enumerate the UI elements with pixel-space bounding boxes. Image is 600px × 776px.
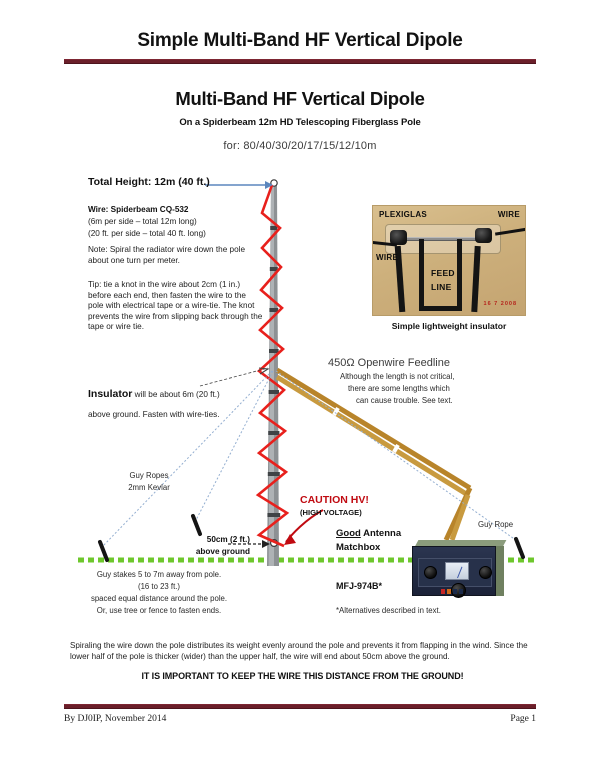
knot-tip-note: Tip: tie a knot in the wire about 2cm (1… — [88, 280, 263, 331]
caution-heading: CAUTION HV! — [300, 494, 369, 506]
photo-label-wire-left: WIRE — [376, 253, 399, 262]
wire-spec-heading: Wire: Spiderbeam CQ-532 — [88, 205, 189, 214]
guy-rope-left-label-2: 2mm Kevlar — [128, 483, 170, 492]
total-height-label: Total Height: 12m (40 ft.) — [88, 176, 210, 188]
figure-title: Multi-Band HF Vertical Dipole — [175, 88, 425, 109]
antenna-matchbox-device — [412, 540, 507, 598]
radiator-wire — [255, 184, 290, 548]
terminal-bolt-left — [390, 230, 407, 245]
photo-datestamp: 16 7 2008 — [483, 301, 517, 307]
feedline-note-1: Although the length is not critical, — [340, 372, 455, 381]
feedline-note-3: can cause trouble. See text. — [356, 396, 453, 405]
feedline-note-2: there are some lengths which — [348, 384, 450, 393]
wire-spec-line-1: (6m per side – total 12m long) — [88, 217, 197, 226]
guy-stakes-line-1: Guy stakes 5 to 7m away from pole. — [96, 570, 222, 579]
footer-row: By DJ0IP, November 2014 Page 1 — [64, 714, 536, 724]
header-divider — [64, 59, 536, 64]
indicator-red — [441, 589, 445, 594]
guy-rope-right-label: Guy Rope — [478, 520, 514, 529]
above-ground-arrow — [228, 540, 270, 548]
caution-arrow — [284, 509, 324, 545]
antenna-diagram: Total Height: 12m (40 ft.) Wire: Spiderb… — [0, 168, 600, 638]
bottom-note-block: Spiraling the wire down the pole distrib… — [70, 640, 535, 681]
wire-spec-line-2: (20 ft. per side – total 40 ft. long) — [88, 229, 206, 238]
photo-label-feed: FEED — [431, 268, 455, 278]
above-ground-label-1: 50cm (2 ft.) — [206, 535, 250, 544]
tuner-knob-right — [479, 566, 492, 579]
feedline-outer-right — [471, 245, 481, 313]
photo-label-wire-right: WIRE — [497, 210, 520, 219]
guy-stakes-line-4: Or, use tree or fence to fasten ends. — [96, 606, 222, 615]
feedline-conductor-left — [419, 239, 424, 311]
matchbox-inset-panel — [418, 558, 492, 598]
insulator-photo: PLEXIGLAS WIRE WIRE FEED LINE 16 7 2008 — [372, 205, 526, 316]
insulator-leader-lines — [199, 367, 270, 387]
insulator-note-bold: Insulator — [88, 388, 133, 400]
insulator-note: Insulator will be about 6m (20 ft.) abov… — [88, 383, 238, 424]
diagram-vectors — [78, 179, 536, 566]
indicator-blue-1 — [453, 589, 457, 594]
caution-subtext: (HIGH VOLTAGE) — [300, 508, 362, 517]
swr-meter — [445, 562, 469, 580]
tuner-knob-left — [424, 566, 437, 579]
above-ground-label-2: above ground — [195, 547, 250, 556]
photo-label-plexiglas: PLEXIGLAS — [379, 210, 428, 219]
guy-stakes — [98, 514, 525, 562]
bottom-note-emphasis: IT IS IMPORTANT TO KEEP THE WIRE THIS DI… — [141, 671, 464, 682]
openwire-feedline — [275, 367, 473, 542]
photo-label-line: LINE — [431, 282, 452, 292]
photo-caption: Simple lightweight insulator — [391, 321, 507, 331]
footer-author: By DJ0IP, November 2014 — [64, 714, 167, 724]
matchbox-label-line-2: Matchbox — [336, 542, 381, 553]
alternatives-note: *Alternatives described in text. — [336, 606, 441, 615]
figure-bands: for: 80/40/30/20/17/15/12/10m — [223, 140, 377, 152]
guy-stakes-line-2: (16 to 23 ft.) — [137, 582, 181, 591]
matchbox-model-label: MFJ-974B* — [336, 581, 383, 591]
total-height-arrow — [205, 181, 273, 189]
matchbox-front-panel — [412, 546, 496, 598]
figure-subtitle: On a Spiderbeam 12m HD Telescoping Fiber… — [179, 117, 421, 128]
indicator-blue-2 — [459, 589, 463, 594]
matchbox-label-antenna: Antenna — [360, 528, 402, 539]
matchbox-side-panel — [496, 546, 504, 596]
page-title: Simple Multi-Band HF Vertical Dipole — [137, 30, 463, 51]
wire-spiral-note: Note: Spiral the radiator wire down the … — [88, 245, 246, 265]
guy-stakes-line-3: spaced equal distance around the pole. — [90, 594, 228, 603]
matchbox-indicators — [441, 589, 463, 595]
guy-ropes — [102, 370, 521, 547]
feedline-conductor-right — [457, 239, 462, 311]
page-header: Simple Multi-Band HF Vertical Dipole — [0, 0, 600, 64]
insulator-note-rest: will be about 6m (20 ft.) above ground. … — [88, 390, 220, 420]
matchbox-label-line-1: Good Antenna — [336, 528, 401, 540]
matchbox-label-good: Good — [336, 528, 361, 539]
page-footer: By DJ0IP, November 2014 Page 1 — [0, 704, 600, 724]
feedline-bottom — [419, 306, 462, 311]
metal-bar — [400, 237, 488, 241]
guy-rope-left-label-1: Guy Ropes — [129, 471, 169, 480]
footer-divider — [64, 704, 536, 709]
tuner-knob-center — [451, 583, 466, 598]
indicator-orange — [447, 589, 451, 594]
feedline-heading: 450Ω Openwire Feedline — [328, 357, 450, 369]
terminal-bolt-right — [475, 228, 492, 243]
bottom-note-paragraph: Spiraling the wire down the pole distrib… — [70, 641, 528, 662]
footer-page-number: Page 1 — [510, 714, 536, 724]
